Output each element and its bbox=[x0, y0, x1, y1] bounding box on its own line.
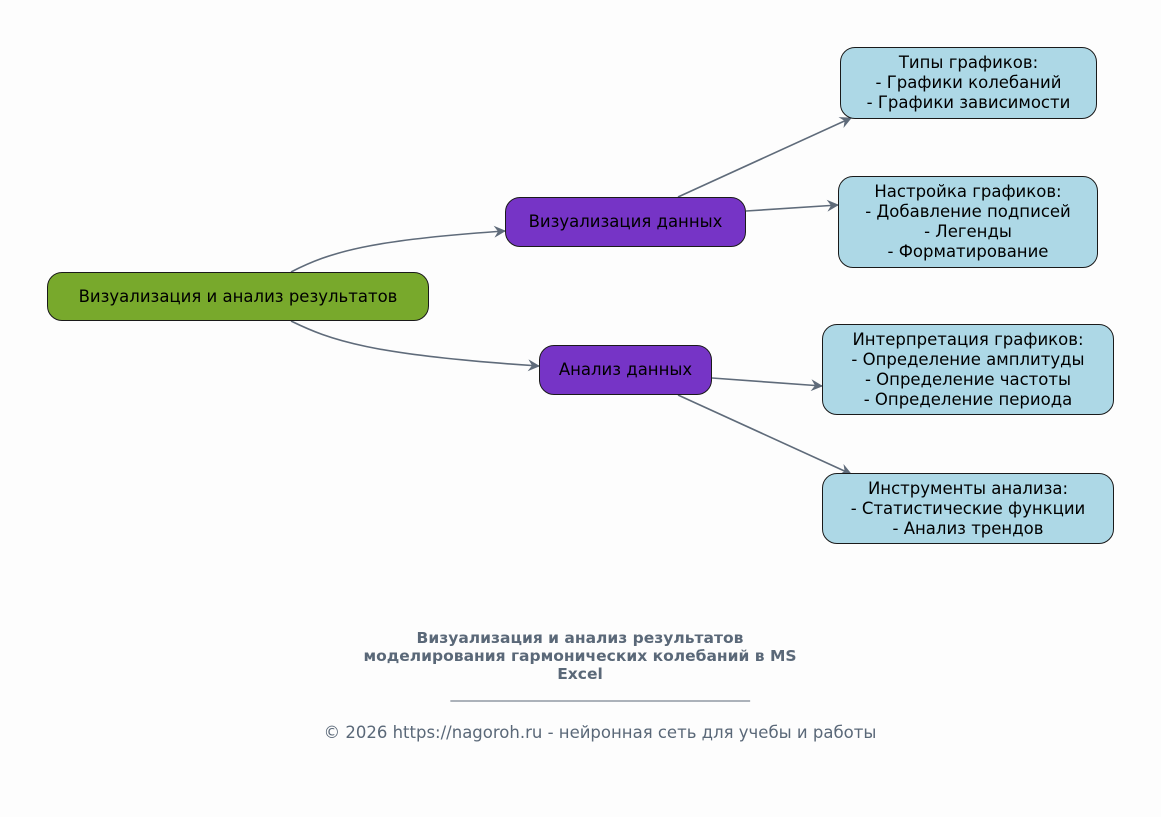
caption-divider: ________________________________________… bbox=[450, 686, 751, 702]
leaf-node-chart-interpretation: Интерпретация графиков: - Определение ам… bbox=[822, 324, 1114, 415]
edge-visualization-to-chart-settings bbox=[745, 199, 839, 212]
footer-copyright: © 2026 https://nagoroh.ru - нейронная се… bbox=[323, 723, 877, 742]
leaf-node-chart-settings: Настройка графиков: - Добавление подписе… bbox=[838, 176, 1098, 268]
edge-analysis-to-tools bbox=[677, 394, 852, 475]
edge-analysis-to-interpretation bbox=[711, 377, 823, 392]
diagram-title: Визуализация и анализ результатов модели… bbox=[363, 629, 797, 683]
branch-node-data-analysis: Анализ данных bbox=[539, 345, 712, 395]
leaf-node-chart-types: Типы графиков: - Графики колебаний - Гра… bbox=[840, 47, 1097, 119]
edge-visualization-to-chart-types bbox=[677, 117, 852, 198]
leaf-node-analysis-tools: Инструменты анализа: - Статистические фу… bbox=[822, 473, 1114, 544]
edge-root-to-visualization bbox=[290, 225, 506, 273]
root-node: Визуализация и анализ результатов bbox=[47, 272, 429, 321]
edge-root-to-analysis bbox=[290, 320, 540, 372]
branch-node-data-visualization: Визуализация данных bbox=[505, 197, 746, 247]
